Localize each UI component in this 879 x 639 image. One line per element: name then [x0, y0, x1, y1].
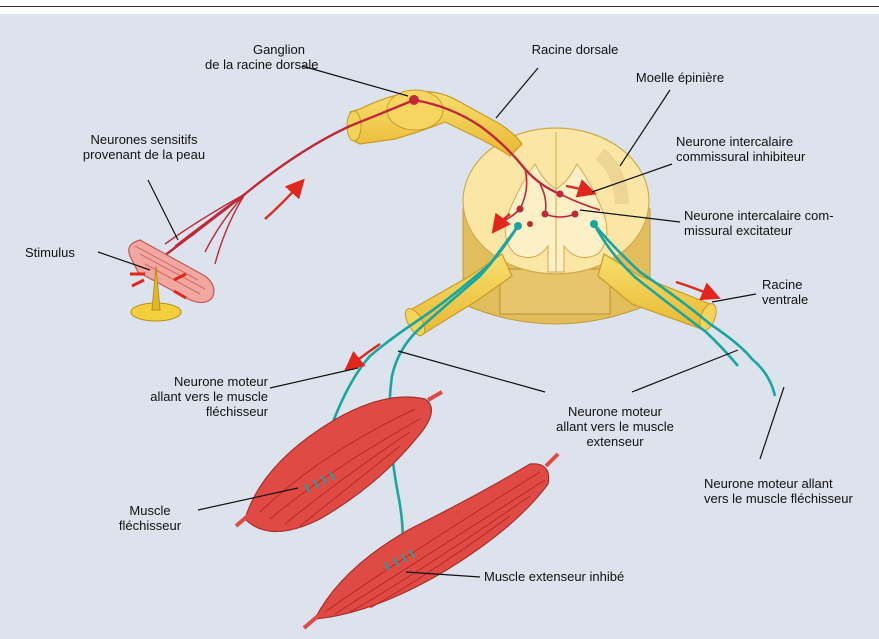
top-rule	[0, 6, 879, 7]
label-moelle: Moelle épinière	[630, 70, 730, 85]
label-racine-dorsale: Racine dorsale	[525, 42, 625, 57]
label-stimulus: Stimulus	[25, 245, 105, 260]
label-intercalaire-excitateur: Neurone intercalaire com-missural excita…	[684, 208, 872, 238]
label-muscle-extenseur-inhibe: Muscle extenseur inhibé	[484, 569, 654, 584]
reflex-arc-diagram	[0, 14, 879, 639]
